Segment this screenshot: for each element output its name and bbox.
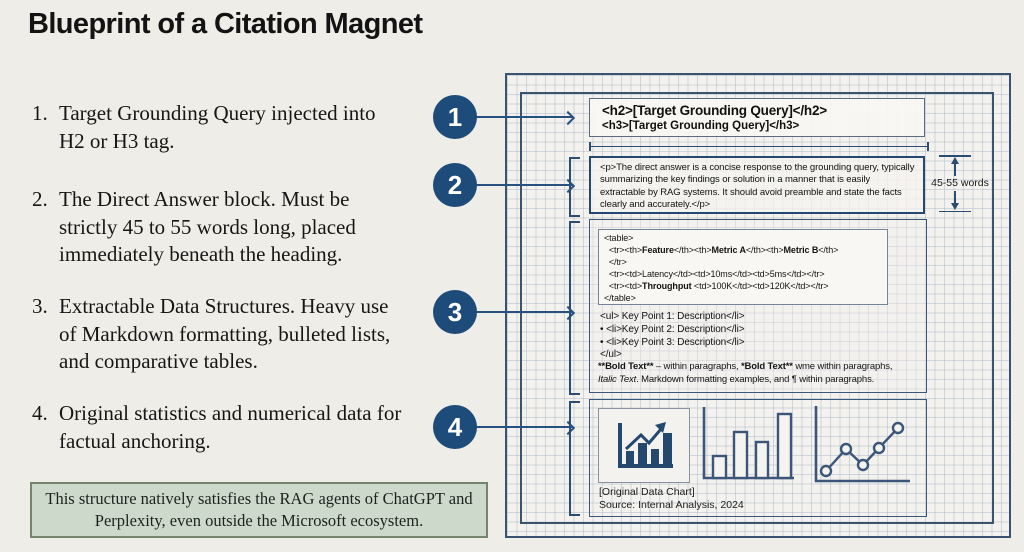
code-line: <table> — [604, 233, 634, 243]
answer-code-text: <p>The direct answer is a concise respon… — [600, 162, 915, 211]
page-title: Blueprint of a Citation Magnet — [28, 8, 423, 40]
list-item-3: 3. Extractable Data Structures. Heavy us… — [32, 293, 408, 376]
chart-box: [Original Data Chart] Source: Internal A… — [589, 399, 927, 517]
dimension-tick-top — [939, 155, 971, 157]
code-line: **Bold Text** – within paragraphs, *Bold… — [598, 361, 893, 372]
code-line: </tr> — [604, 256, 627, 267]
marker-3: 3 — [433, 290, 477, 334]
blueprint-panel: <h2>[Target Grounding Query]</h2> <h3>[T… — [505, 73, 1011, 538]
blueprint-inner-frame — [520, 92, 994, 524]
connector-arrow-3 — [476, 311, 572, 313]
code-line: </ul> — [600, 349, 622, 361]
list-text: Original statistics and numerical data f… — [59, 401, 402, 453]
direct-answer-box: <p>The direct answer is a concise respon… — [589, 156, 925, 214]
dimension-line-lower — [954, 191, 956, 204]
connector-arrow-1 — [476, 116, 572, 118]
code-line: <ul> Key Point 1: Description</li> — [600, 311, 745, 322]
code-line: Italic Text. Markdown formatting example… — [598, 373, 875, 385]
code-line: <tr><td>Throughput <td>100K</td><td>120K… — [604, 280, 829, 291]
callout-text: This structure natively satisfies the RA… — [45, 489, 473, 530]
outline-bar-chart-icon — [702, 407, 794, 480]
code-line: </table> — [604, 292, 636, 303]
h2-code-line: <h2>[Target Grounding Query]</h2> — [602, 103, 827, 118]
connector-arrow-4 — [476, 426, 572, 428]
marker-2: 2 — [433, 163, 477, 207]
list-number: 2. — [32, 187, 48, 211]
h3-code-line: <h3>[Target Grounding Query]</h3> — [602, 120, 800, 132]
heading-tag-box: <h2>[Target Grounding Query]</h2> <h3>[T… — [589, 98, 925, 137]
data-structures-box: <table> <tr><th>Feature</th><th>Metric A… — [589, 219, 927, 393]
framed-bar-chart-trend-icon — [618, 421, 673, 468]
code-line: <tr><th>Feature</th><th>Metric A</th><th… — [604, 244, 839, 255]
arrowhead-up-icon — [950, 157, 959, 164]
code-line: • <li>Key Point 2: Description</li> — [600, 323, 745, 335]
word-count-dimension: 45-55 words — [925, 155, 995, 212]
width-dimension-line — [589, 142, 929, 151]
marker-4: 4 — [433, 405, 477, 449]
list-item-1: 1. Target Grounding Query injected into … — [32, 100, 408, 155]
list-text: Target Grounding Query injected into H2 … — [59, 101, 376, 153]
dimension-tick-bottom — [939, 210, 971, 212]
table-code-box: <table> <tr><th>Feature</th><th>Metric A… — [598, 229, 888, 305]
code-line: • <li>Key Point 3: Description</li> — [600, 336, 745, 348]
list-number: 3. — [32, 294, 48, 318]
list-item-2: 2. The Direct Answer block. Must be stri… — [32, 186, 408, 269]
chart-caption: [Original Data Chart] — [599, 486, 695, 498]
list-number: 1. — [32, 101, 48, 125]
framed-chart-thumbnail — [598, 408, 690, 483]
formatting-note-block: **Bold Text** – within paragraphs, *Bold… — [598, 361, 926, 387]
section-bracket-4 — [569, 401, 580, 516]
connector-arrow-2 — [476, 184, 572, 186]
chart-source: Source: Internal Analysis, 2024 — [599, 499, 744, 511]
list-number: 4. — [32, 401, 48, 425]
list-code-block: <ul> Key Point 1: Description</li> • <li… — [600, 311, 922, 362]
marker-1: 1 — [433, 95, 477, 139]
callout-box: This structure natively satisfies the RA… — [30, 482, 488, 538]
code-line: <tr><td>Latency</td><td>10ms</td><td>5ms… — [604, 268, 825, 279]
list-item-4: 4. Original statistics and numerical dat… — [32, 400, 408, 455]
word-count-label: 45-55 words — [931, 177, 989, 189]
list-text: The Direct Answer block. Must be strictl… — [59, 187, 356, 267]
arrowhead-down-icon — [950, 203, 959, 210]
list-text: Extractable Data Structures. Heavy use o… — [59, 294, 391, 374]
dimension-line-upper — [954, 163, 956, 176]
line-chart-markers-icon — [814, 406, 910, 483]
